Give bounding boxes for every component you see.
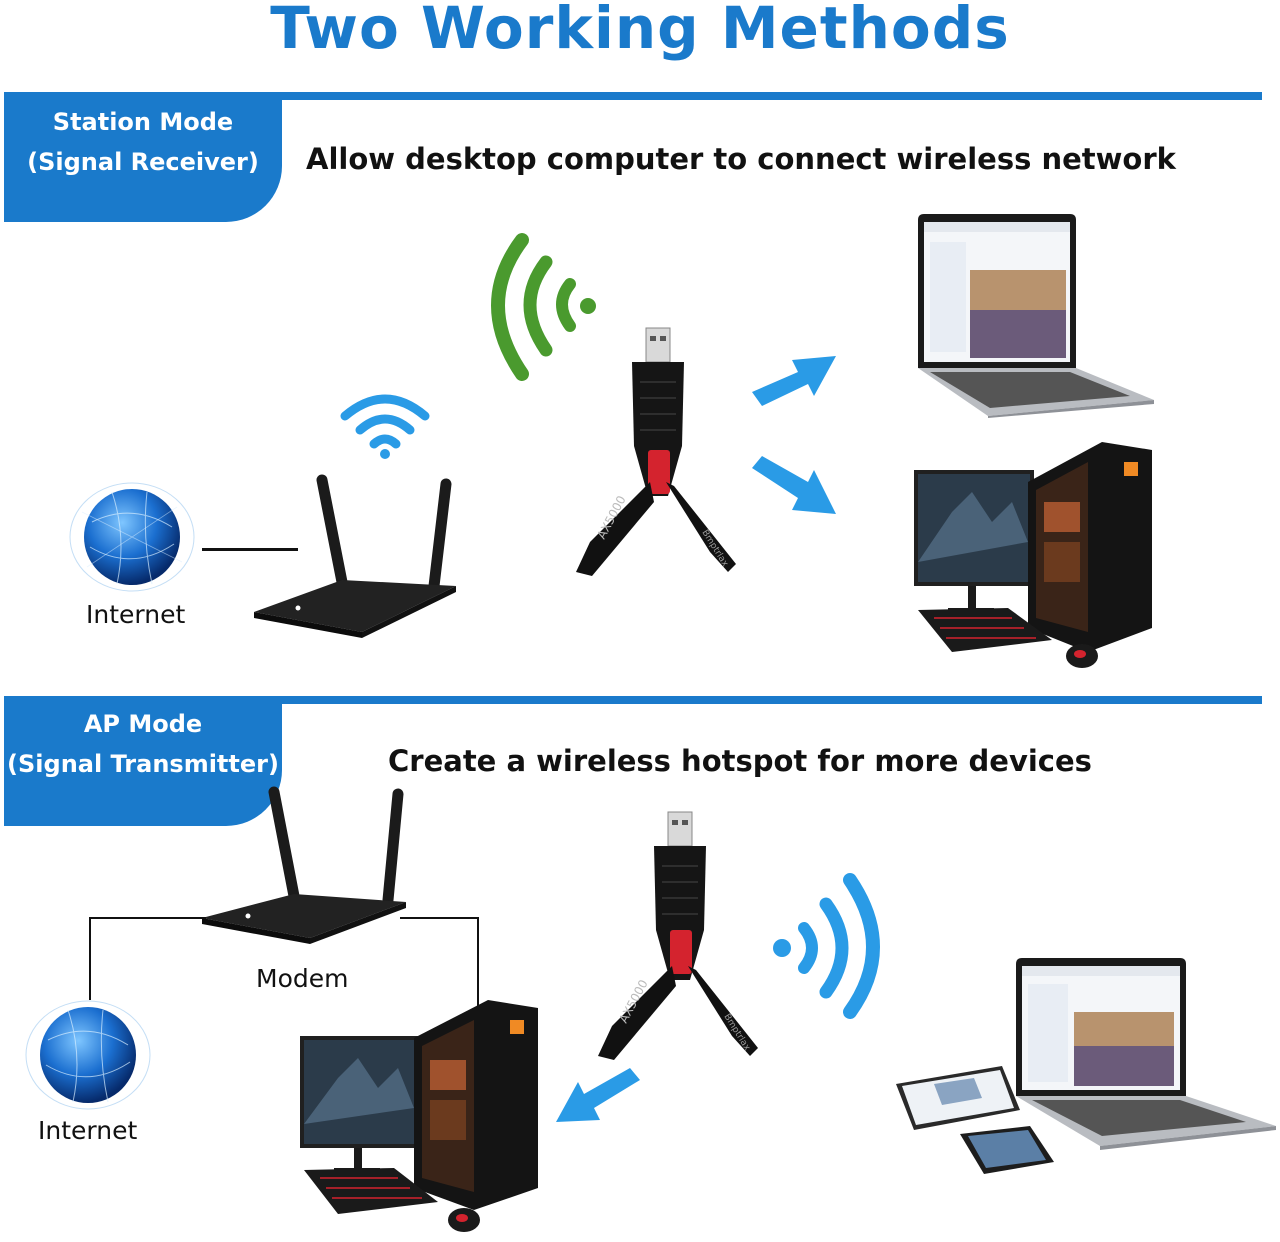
wifi-icon — [773, 873, 880, 1019]
internet-cable-line — [202, 548, 298, 551]
arrow-icon — [556, 1068, 640, 1122]
section-divider-ap — [4, 696, 1262, 704]
globe-icon — [69, 482, 195, 592]
wifi-icon — [340, 394, 430, 459]
station-internet-label: Internet — [86, 600, 186, 629]
ap-mode-subtitle: (Signal Transmitter) — [7, 750, 279, 778]
modem-label: Modem — [256, 964, 349, 993]
ap-mode-tab: AP Mode (Signal Transmitter) — [4, 702, 282, 826]
globe-icon — [25, 1000, 151, 1110]
station-caption: Allow desktop computer to connect wirele… — [306, 142, 1176, 176]
desktop-pc-icon — [914, 442, 1152, 668]
phone-icon — [960, 1126, 1054, 1174]
router-icon — [254, 474, 456, 638]
desktop-pc-icon — [300, 1000, 538, 1232]
arrow-icon — [752, 356, 836, 406]
arrow-icon — [752, 456, 836, 514]
station-mode-subtitle: (Signal Receiver) — [27, 148, 259, 176]
laptop-icon — [918, 214, 1154, 418]
wifi-icon — [491, 233, 596, 381]
section-divider-station — [4, 92, 1262, 100]
laptop-icon — [1016, 958, 1276, 1150]
usb-adapter-icon: AX5000 Bmptrlax — [576, 327, 736, 576]
usb-adapter-icon: AX5000 Bmptrlax — [598, 811, 758, 1060]
page-title: Two Working Methods — [270, 0, 1010, 62]
ap-caption: Create a wireless hotspot for more devic… — [388, 744, 1092, 778]
station-mode-tab: Station Mode (Signal Receiver) — [4, 98, 282, 222]
ap-mode-title: AP Mode — [83, 710, 203, 738]
adapter-brand-text: Bmptrlax — [721, 1012, 752, 1053]
tablet-icon — [896, 1066, 1020, 1130]
router-icon — [202, 786, 406, 944]
station-mode-title: Station Mode — [52, 108, 234, 136]
ap-internet-label: Internet — [38, 1116, 138, 1145]
